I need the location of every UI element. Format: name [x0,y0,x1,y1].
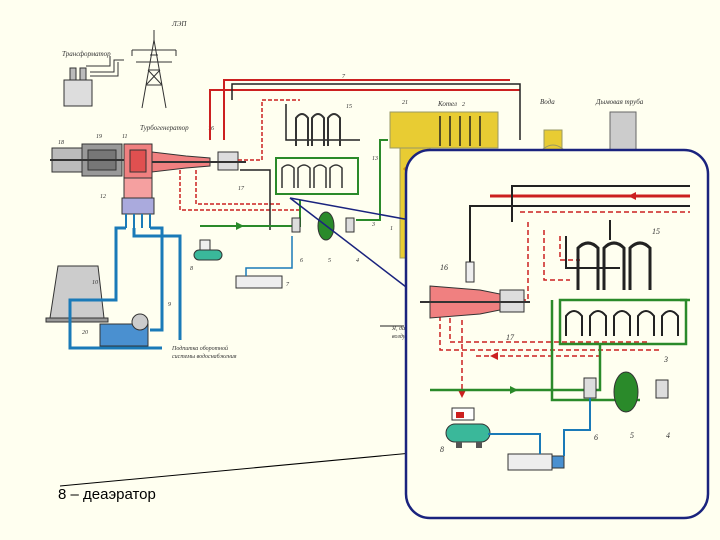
steam-arrow-2 [458,390,466,398]
label-n8b: 8 [440,445,444,454]
deaerator-inset [445,407,491,448]
label-n8: 8 [190,266,193,272]
transformer [63,56,124,107]
lp-heaters-overview [275,157,359,195]
label-n5b: 5 [630,431,634,440]
dark-pipes-inset [469,185,690,269]
label-n12: 12 [100,194,106,200]
label-n9: 9 [168,302,171,308]
label-n20: 20 [82,330,88,336]
label-n3b: 3 [663,355,668,364]
from-water-1: Я, дата [391,325,412,332]
feedwater-arrow [236,222,244,230]
label-n5: 5 [328,258,331,264]
generator [50,143,126,177]
steam-lines-overview [179,79,520,211]
label-n16b: 16 [440,263,448,272]
label-n17b: 17 [506,333,515,342]
hp-heaters-inset [576,241,652,290]
figure-caption: 8 – деаэратор [58,486,156,503]
label-n2: 2 [462,102,465,108]
turbogenerator-label: Турбогенератор [140,124,189,132]
cooling-tower [45,265,109,323]
power-line-tower [131,30,177,109]
label-n1: 1 [390,226,393,232]
smokestack-label: Дымовая труба [595,98,644,106]
label-n4: 4 [356,257,359,264]
water-label: Вода [540,98,555,106]
caption-pointer [59,449,445,487]
magnified-inset: 16 17 15 3 8 [404,148,710,520]
label-n6b: 6 [594,433,598,442]
label-n7b: 7 [286,282,290,288]
label-n18: 18 [58,140,64,146]
cooling-water-pipes [68,226,182,350]
callout-lines [289,197,411,291]
transformer-label: Трансформатор [62,50,111,58]
label-n19: 19 [96,134,102,140]
label-n4b: 4 [666,431,670,440]
lp-heaters-inset [558,298,688,346]
label-n15b: 15 [652,227,660,236]
steam-arrow-3 [490,352,498,360]
turbine-low-pressure [151,151,246,173]
turbine-high-pressure [123,143,153,199]
label-n17: 17 [238,186,245,192]
steam-arrow-1 [628,192,636,200]
from-water-2: воздух [392,333,408,340]
supply-note-1: Подпитка оборотной [171,345,228,352]
label-n13: 13 [372,156,378,162]
supply-note-2: системы водоснабжения [172,353,237,360]
feedwater-arrow-inset [510,386,518,394]
label-n15: 15 [346,104,352,110]
lep-label: ЛЭП [171,20,187,28]
feedwater-inset [430,298,690,402]
circulation-basin [99,313,149,347]
label-n11: 11 [122,134,128,140]
turbine-inset [420,261,530,319]
dark-pipes-overview [231,83,521,230]
label-n21: 21 [402,100,408,106]
pumps-inset [488,371,669,471]
hp-heaters-overview [295,113,341,146]
label-n7: 7 [342,74,346,80]
label-n3: 3 [371,222,375,228]
boiler-label: Котел [437,100,457,108]
label-n6: 6 [300,258,303,264]
label-n10: 10 [92,280,98,286]
condenser [121,197,155,228]
pumps-overview [235,211,355,289]
deaerator-overview [193,239,223,261]
